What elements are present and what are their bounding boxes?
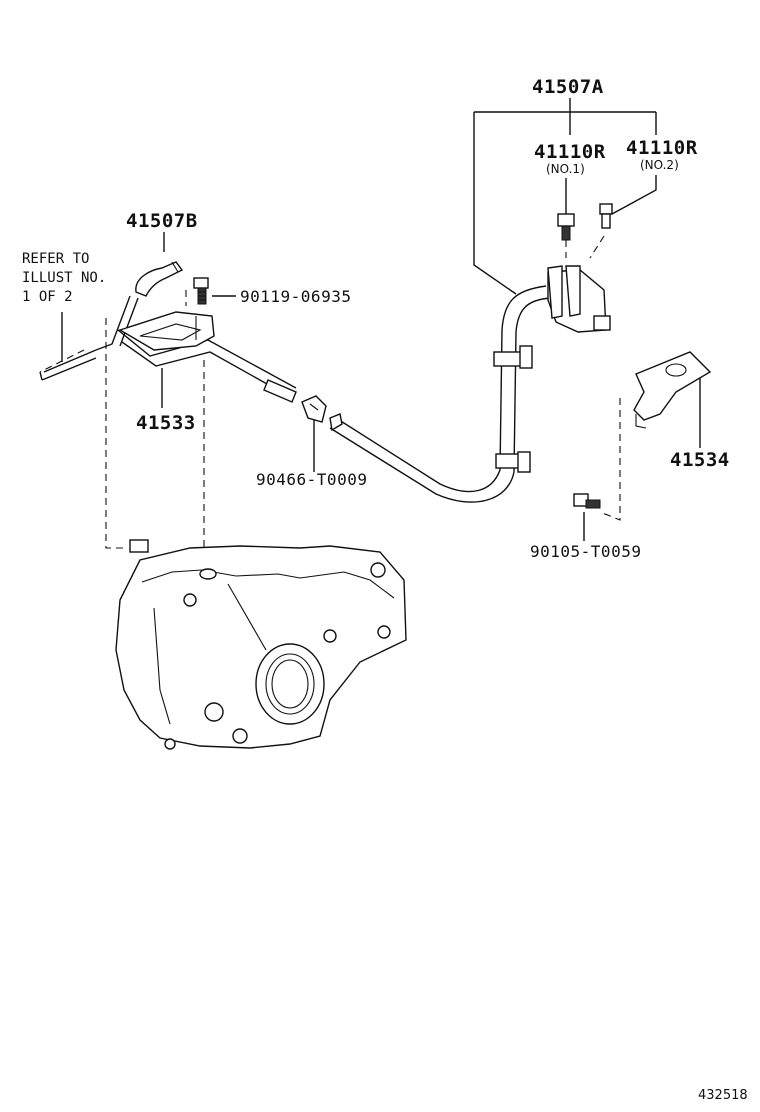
- label-90105-T0059: 90105-T0059: [530, 542, 642, 561]
- label-90466-T0009: 90466-T0009: [256, 470, 368, 489]
- refer-note-line3: 1 OF 2: [22, 289, 73, 305]
- label-41110R-no2-sub: (NO.2): [640, 158, 679, 172]
- vent-tube-41507A: [329, 265, 611, 503]
- label-41534: 41534: [670, 449, 730, 471]
- label-90119-06935: 90119-06935: [240, 287, 352, 306]
- vent-hose-41507B: [135, 261, 184, 297]
- label-41110R-no1-sub: (NO.1): [546, 162, 585, 176]
- refer-note: REFER TO ILLUST NO. 1 OF 2: [22, 250, 106, 307]
- label-41507A: 41507A: [532, 76, 604, 98]
- label-41110R-no2: 41110R: [626, 137, 698, 159]
- bracket-41534: [633, 351, 712, 429]
- illustration-code: 432518: [698, 1088, 748, 1103]
- leader-lines: [61, 98, 701, 541]
- refer-note-line1: REFER TO: [22, 251, 90, 267]
- clip-90466: [301, 395, 327, 423]
- bolt-90105: [573, 493, 601, 509]
- assembly-dash-lines: [39, 235, 621, 558]
- bolt-90119: [193, 277, 209, 305]
- label-41507B: 41507B: [126, 210, 198, 232]
- breather-plug-41110R-no1: [557, 213, 575, 241]
- breather-tube-41533: [39, 295, 297, 403]
- refer-note-line2: ILLUST NO.: [22, 270, 107, 286]
- label-41533: 41533: [136, 412, 196, 434]
- breather-plug-41110R-no2: [599, 203, 613, 229]
- transfer-case-housing: [115, 539, 407, 750]
- label-41110R-no1: 41110R: [534, 141, 606, 163]
